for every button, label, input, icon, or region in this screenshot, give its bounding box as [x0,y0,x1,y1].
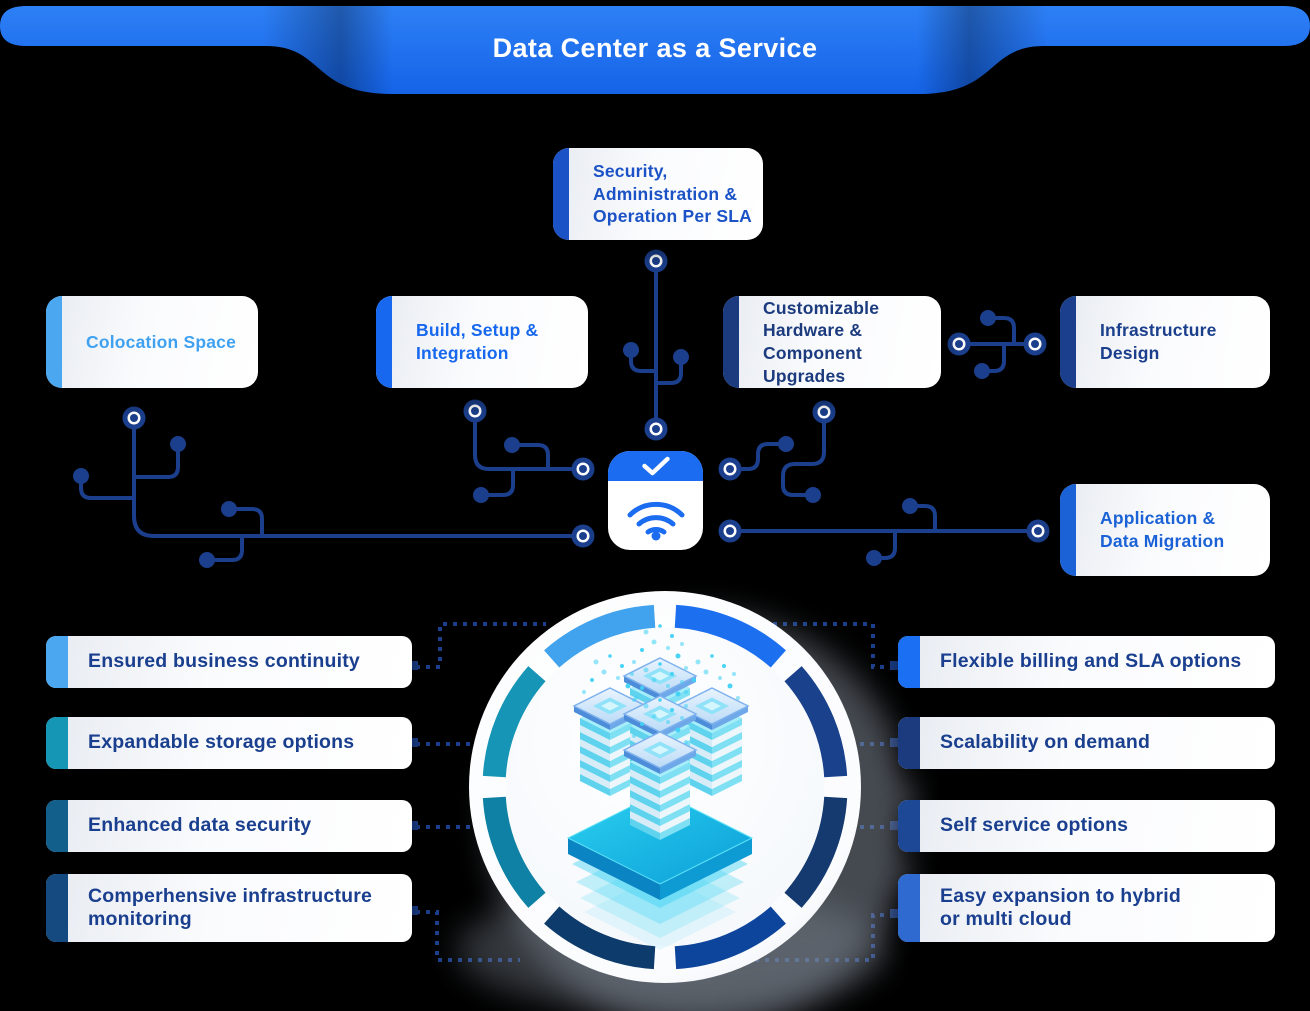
service-box-security: Security, Administration & Operation Per… [553,148,763,240]
circuit-node-icon [463,399,487,423]
circuit-node-icon [812,400,836,424]
benefit-self-service-options: Self service options [898,800,1275,852]
service-box-colocation-space: Colocation Space [46,296,258,388]
circuit-traces [79,268,1030,562]
central-device-card [608,451,703,550]
circuit-node-icon [718,457,742,481]
service-box-customizable-hardware: Customizable Hardware & Component Upgrad… [723,296,941,388]
service-box-application-data-migration: Application & Data Migration [1060,484,1270,576]
wifi-icon [627,501,684,540]
accent-strip [898,717,920,769]
data-center-circle [457,591,914,1011]
benefit-expandable-storage-options: Expandable storage options [46,717,412,769]
benefit-enhanced-data-security: Enhanced data security [46,800,412,852]
accent-strip [1060,484,1076,576]
benefit-label: Self service options [940,814,1129,837]
benefit-label: Ensured business continuity [88,650,360,673]
accent-strip [723,296,739,388]
accent-strip [898,800,920,852]
accent-strip [46,800,68,852]
benefit-label: Scalability on demand [940,731,1151,754]
service-label: Build, Setup & Integration [416,320,539,363]
service-label: Infrastructure Design [1100,320,1217,363]
benefit-flexible-billing-sla-options: Flexible billing and SLA options [898,636,1275,688]
circuit-node-icon [644,417,668,441]
circuit-node-icon [947,332,971,356]
accent-strip [46,636,68,688]
accent-strip [898,874,920,942]
benefit-comprehensive-infrastructure-monitoring: Comperhensive infrastructure monitoring [46,874,412,942]
segmented-ring [482,604,848,970]
benefit-label: Expandable storage options [88,731,355,754]
data-center-isometric-illustration [566,624,754,950]
accent-strip [898,636,920,688]
circuit-node-icon [122,406,146,430]
accent-strip [376,296,392,388]
page-title: Data Center as a Service [492,33,818,63]
circuit-dots [73,310,996,568]
service-label: Application & Data Migration [1100,508,1225,551]
banner-ribbon [0,6,1310,94]
accent-strip [553,148,569,240]
circuit-node-rings [122,249,1050,548]
benefit-label: Flexible billing and SLA options [940,650,1242,673]
circuit-node-icon [718,519,742,543]
benefit-label: Comperhensive infrastructure monitoring [88,884,373,930]
device-header [608,451,703,481]
accent-strip [46,296,62,388]
service-label: Colocation Space [86,331,237,352]
accent-strip [46,874,68,942]
service-label: Security, Administration & Operation Per… [593,160,752,227]
accent-strip [46,717,68,769]
circuit-node-icon [571,457,595,481]
benefit-ensured-business-continuity: Ensured business continuity [46,636,412,688]
accent-strip [1060,296,1076,388]
checkmark-icon [641,456,670,476]
benefit-label: Enhanced data security [88,814,312,837]
benefit-scalability-on-demand: Scalability on demand [898,717,1275,769]
circuit-node-icon [644,249,668,273]
circuit-node-icon [1023,332,1047,356]
service-box-build-setup-integration: Build, Setup & Integration [376,296,588,388]
service-box-infrastructure-design: Infrastructure Design [1060,296,1270,388]
benefit-easy-expansion-hybrid-multi-cloud: Easy expansion to hybrid or multi cloud [898,874,1275,942]
circuit-node-icon [1026,519,1050,543]
service-label: Customizable Hardware & Component Upgrad… [763,297,880,386]
circuit-node-icon [571,524,595,548]
benefit-label: Easy expansion to hybrid or multi cloud [940,884,1182,930]
